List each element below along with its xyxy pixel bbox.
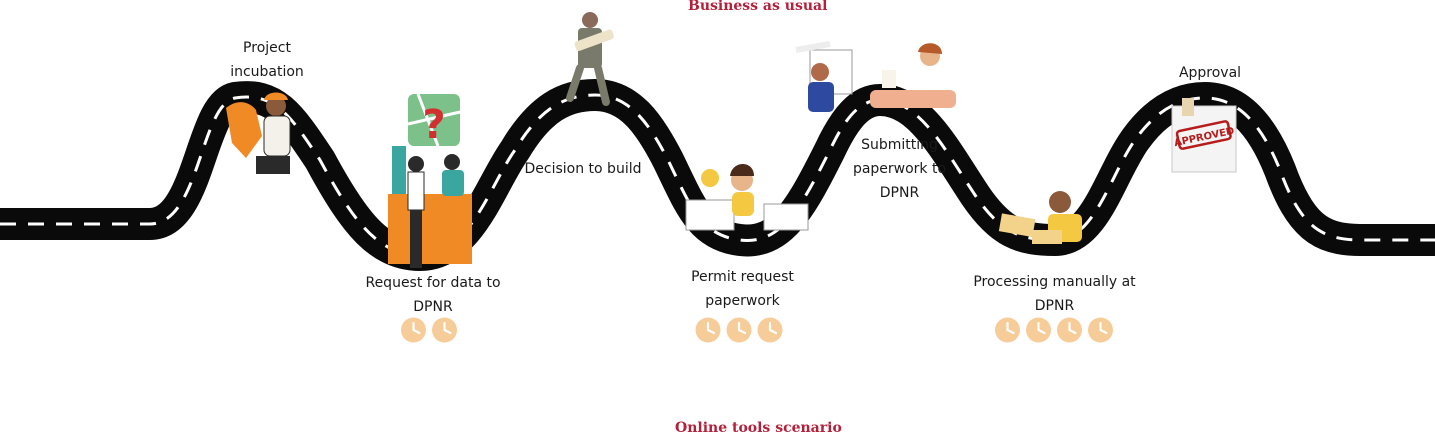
step-label-decision-to-build: Decision to build — [524, 161, 642, 177]
clock-icon — [1088, 317, 1113, 343]
clock-icon — [695, 317, 721, 343]
step-label-processing-manually: Processing manually at DPNR — [973, 274, 1136, 314]
clock-groups — [401, 317, 1113, 343]
clock-icon — [1026, 317, 1051, 343]
clock-icon — [995, 317, 1020, 343]
clock-icon — [1057, 317, 1082, 343]
clock-icon — [401, 317, 426, 343]
illustration-office-counter-with-map-question: ? — [388, 93, 472, 268]
svg-text:?: ? — [422, 102, 445, 148]
illustration-man-at-desk-with-files — [998, 191, 1082, 244]
clock-icon — [757, 317, 783, 343]
diagram-title: Business as usual — [688, 0, 828, 14]
clock-icon — [726, 317, 752, 343]
illustration-woman-with-paper-stacks — [685, 164, 809, 231]
step-label-approval: Approval — [1178, 65, 1242, 81]
illustration-approved-stamp-document: APPROVED — [1171, 98, 1237, 173]
step-label-permit-request-paperwork: Permit request paperwork — [691, 269, 794, 309]
step-label-submitting-paperwork: Submitting paperwork to DPNR — [852, 137, 947, 201]
clock-icon — [432, 317, 457, 343]
step-label-project-incubation: Project incubation — [230, 40, 304, 80]
illustration-clerk-with-papers-and-receptionist — [795, 41, 956, 112]
illustration-worker-with-hardhat — [226, 92, 291, 174]
footer-title: Online tools scenario — [675, 420, 842, 436]
illustration-man-carrying-blueprints — [566, 12, 614, 106]
step-label-request-for-data: Request for data to DPNR — [365, 275, 501, 315]
winding-road — [0, 79, 1435, 271]
